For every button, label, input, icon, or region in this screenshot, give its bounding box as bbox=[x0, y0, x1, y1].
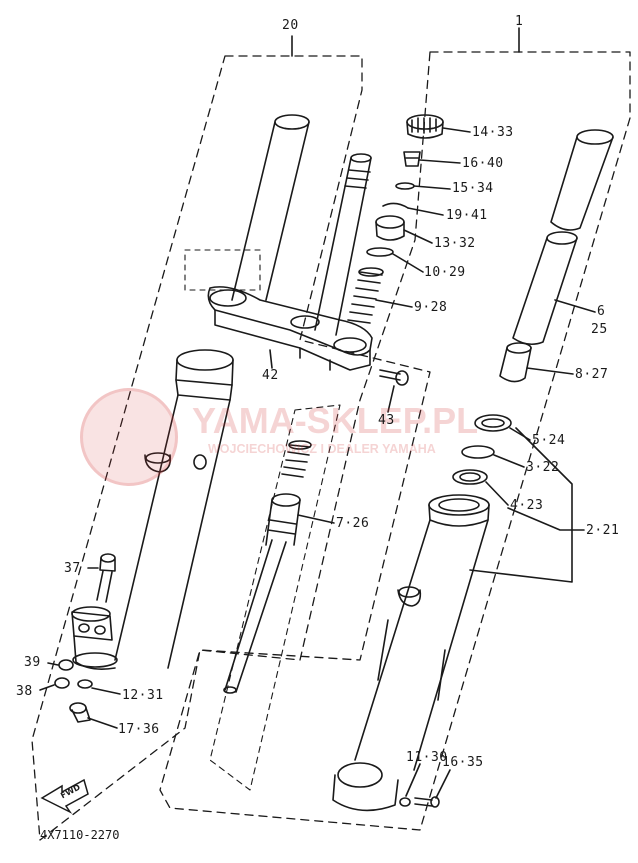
steering-stem bbox=[314, 153, 372, 336]
part-3-22-clip bbox=[461, 445, 495, 459]
leader-11-30 bbox=[405, 763, 421, 797]
leader-42 bbox=[269, 349, 273, 369]
part-13-32-cap-bolt bbox=[375, 215, 405, 241]
part-label-6: 6 bbox=[597, 304, 606, 319]
watermark-logo-circle bbox=[80, 388, 178, 486]
part-label-10-29: 10·29 bbox=[424, 265, 466, 280]
part-17-36-bolt bbox=[69, 702, 91, 723]
leader-43 bbox=[387, 385, 395, 413]
part-5-24-seal bbox=[474, 414, 512, 432]
leader-8-27 bbox=[526, 367, 574, 375]
part-label-25: 25 bbox=[591, 322, 608, 337]
part-8-27-collar bbox=[499, 342, 532, 383]
part-label-12-31: 12·31 bbox=[122, 688, 164, 703]
part-16-40-valve bbox=[403, 151, 421, 167]
part-label-7-26: 7·26 bbox=[336, 516, 370, 531]
part-label-37: 37 bbox=[64, 561, 81, 576]
part-25-inner-tube bbox=[512, 231, 578, 346]
part-label-8-27: 8·27 bbox=[575, 367, 609, 382]
leader-12-31 bbox=[91, 687, 121, 695]
part-38-washer bbox=[54, 677, 70, 689]
part-label-38: 38 bbox=[16, 684, 33, 699]
assembly-boundary-bracket bbox=[184, 249, 261, 291]
part-label-5-24: 5·24 bbox=[532, 433, 566, 448]
part-label-11-30: 11·30 bbox=[406, 750, 448, 765]
part-label-9-28: 9·28 bbox=[414, 300, 448, 315]
leader-16-40 bbox=[419, 159, 461, 164]
part-10-29-oring bbox=[366, 247, 394, 257]
diagram-code: 4X7110-2270 bbox=[40, 828, 120, 842]
part-label-3-22: 3·22 bbox=[526, 460, 560, 475]
fork-spring-top bbox=[347, 267, 384, 324]
leader-19-41 bbox=[407, 207, 444, 216]
assembly-label-left: 20 bbox=[282, 18, 299, 33]
part-11-30-washer bbox=[399, 797, 411, 807]
part-12-31-washer bbox=[77, 679, 93, 689]
damper-rod bbox=[223, 493, 301, 694]
under-bracket bbox=[207, 286, 373, 371]
part-label-43: 43 bbox=[378, 413, 395, 428]
part-37-bolt bbox=[96, 553, 116, 603]
part-16-35-bolt bbox=[414, 796, 440, 808]
part-4-23-washer bbox=[452, 469, 488, 485]
part-label-14-33: 14·33 bbox=[472, 125, 514, 140]
assembly-boundary-right bbox=[159, 51, 631, 831]
part-39-nut bbox=[58, 659, 74, 671]
front-direction-arrow bbox=[40, 778, 89, 814]
watermark-main: YAMA-SKLEP.PL bbox=[192, 400, 479, 441]
damper-spring bbox=[281, 440, 312, 478]
part-label-13-32: 13·32 bbox=[434, 236, 476, 251]
leader-16-35 bbox=[435, 769, 451, 799]
leader-38 bbox=[39, 684, 55, 691]
assembly-boundary-inner bbox=[209, 404, 341, 791]
leader-15-34 bbox=[413, 185, 451, 190]
part-43-bolt bbox=[379, 369, 409, 386]
leader-4-23 bbox=[485, 481, 509, 506]
leader-9-28 bbox=[375, 299, 413, 308]
assembly-label-right: 1 bbox=[515, 14, 524, 29]
leader-39 bbox=[47, 662, 59, 666]
left-inner-tube bbox=[231, 114, 310, 301]
leader-3-22 bbox=[493, 454, 525, 468]
part-19-41-clip bbox=[382, 202, 409, 209]
right-outer-tube bbox=[332, 494, 490, 812]
watermark-sub: WOJCIECHOWICZ I DEALER YAMAHA bbox=[208, 442, 436, 456]
leader-17-36 bbox=[87, 717, 118, 729]
part-label-16-35: 16·35 bbox=[442, 755, 484, 770]
part-label-4-23: 4·23 bbox=[510, 498, 544, 513]
bracket-2-21 bbox=[469, 427, 573, 583]
leader-14-33 bbox=[442, 127, 471, 133]
part-label-19-41: 19·41 bbox=[446, 208, 488, 223]
part-label-17-36: 17·36 bbox=[118, 722, 160, 737]
leader-13-32 bbox=[403, 229, 433, 244]
part-15-34-oring bbox=[395, 182, 415, 190]
part-label-2-21: 2·21 bbox=[586, 523, 620, 538]
part-label-39: 39 bbox=[24, 655, 41, 670]
assembly-boundary-left bbox=[31, 55, 431, 841]
part-6-inner-tube-top bbox=[550, 129, 614, 231]
part-14-33-cap bbox=[406, 114, 444, 139]
leader-6 bbox=[554, 299, 596, 313]
part-label-15-34: 15·34 bbox=[452, 181, 494, 196]
part-label-16-40: 16·40 bbox=[462, 156, 504, 171]
leader-7-26 bbox=[297, 514, 335, 524]
part-label-42: 42 bbox=[262, 368, 279, 383]
leader-10-29 bbox=[392, 253, 424, 273]
